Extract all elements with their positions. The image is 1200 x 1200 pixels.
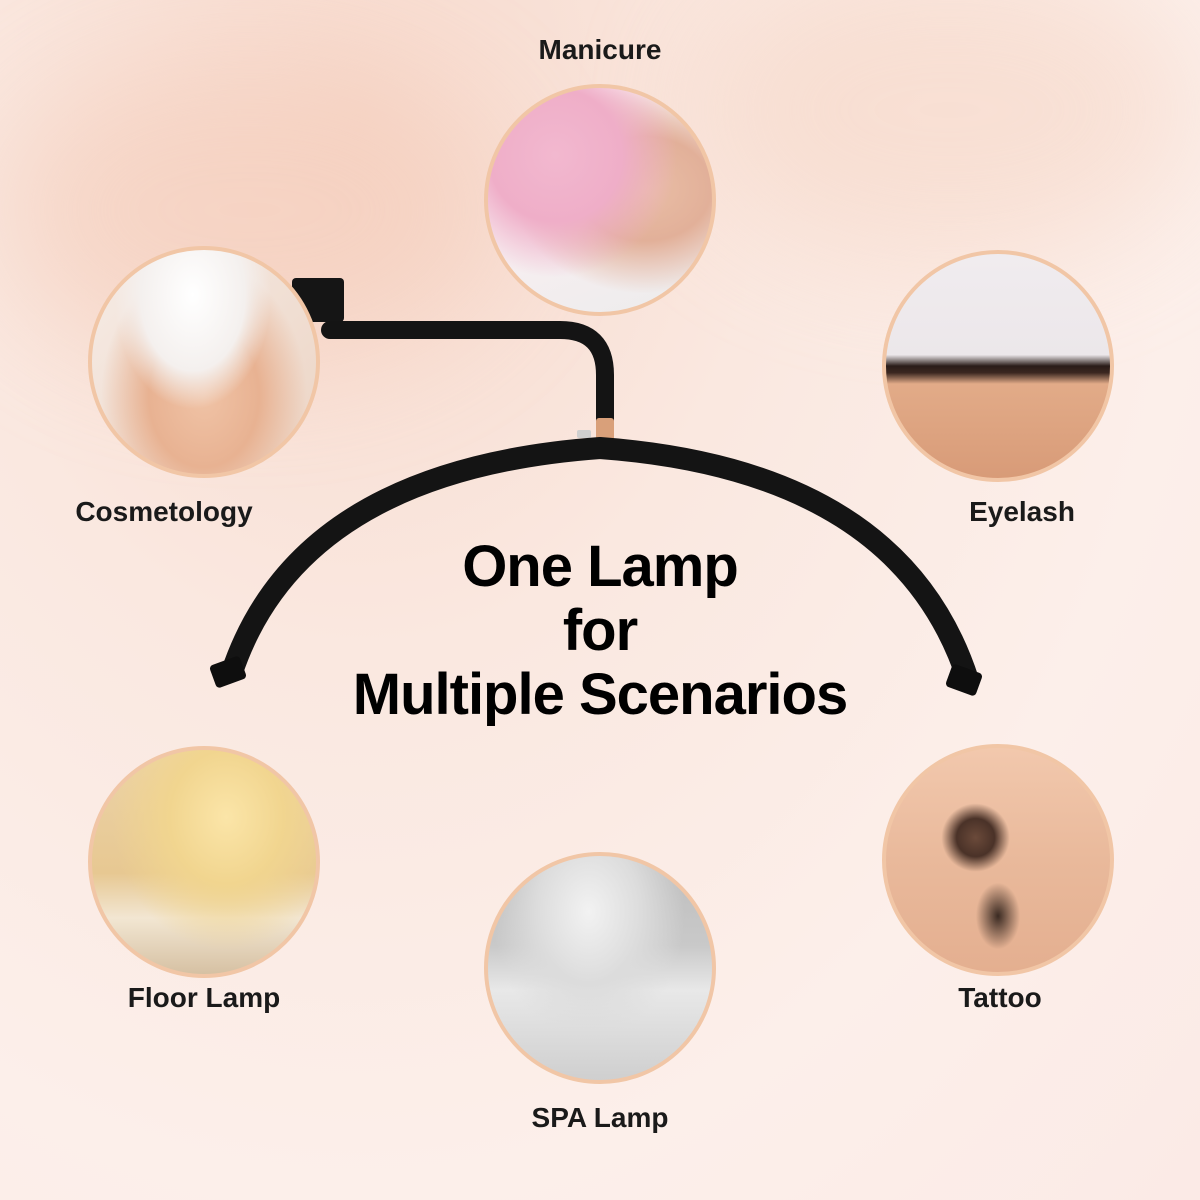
scenario-label-cosmetology: Cosmetology xyxy=(75,496,253,527)
lamp-end-cap-right xyxy=(945,664,983,696)
headline-line-3: Multiple Scenarios xyxy=(352,662,848,727)
lamp-arm xyxy=(321,321,614,429)
headline-line-1: One Lamp xyxy=(462,534,739,599)
lamp-arc xyxy=(221,436,979,684)
lamp-end-cap-left xyxy=(209,656,247,688)
background-glow xyxy=(700,0,1200,260)
scenario-image-spa-lamp xyxy=(484,852,716,1084)
scenario-label-manicure: Manicure xyxy=(538,34,662,65)
scenario-image-eyelash xyxy=(882,250,1114,482)
scenario-image-cosmetology xyxy=(88,246,320,478)
headline: One Lamp for Multiple Scenarios xyxy=(352,534,848,727)
lamp-knob xyxy=(577,430,591,438)
headline-line-2: for xyxy=(562,598,638,663)
scenario-label-floor-lamp: Floor Lamp xyxy=(127,982,281,1013)
scenario-label-spa-lamp: SPA Lamp xyxy=(531,1102,669,1133)
scenario-label-eyelash: Eyelash xyxy=(969,496,1075,527)
scenario-image-tattoo xyxy=(882,744,1114,976)
scenario-label-tattoo: Tattoo xyxy=(958,982,1042,1013)
scenario-image-manicure xyxy=(484,84,716,316)
scenario-image-floor-lamp xyxy=(88,746,320,978)
